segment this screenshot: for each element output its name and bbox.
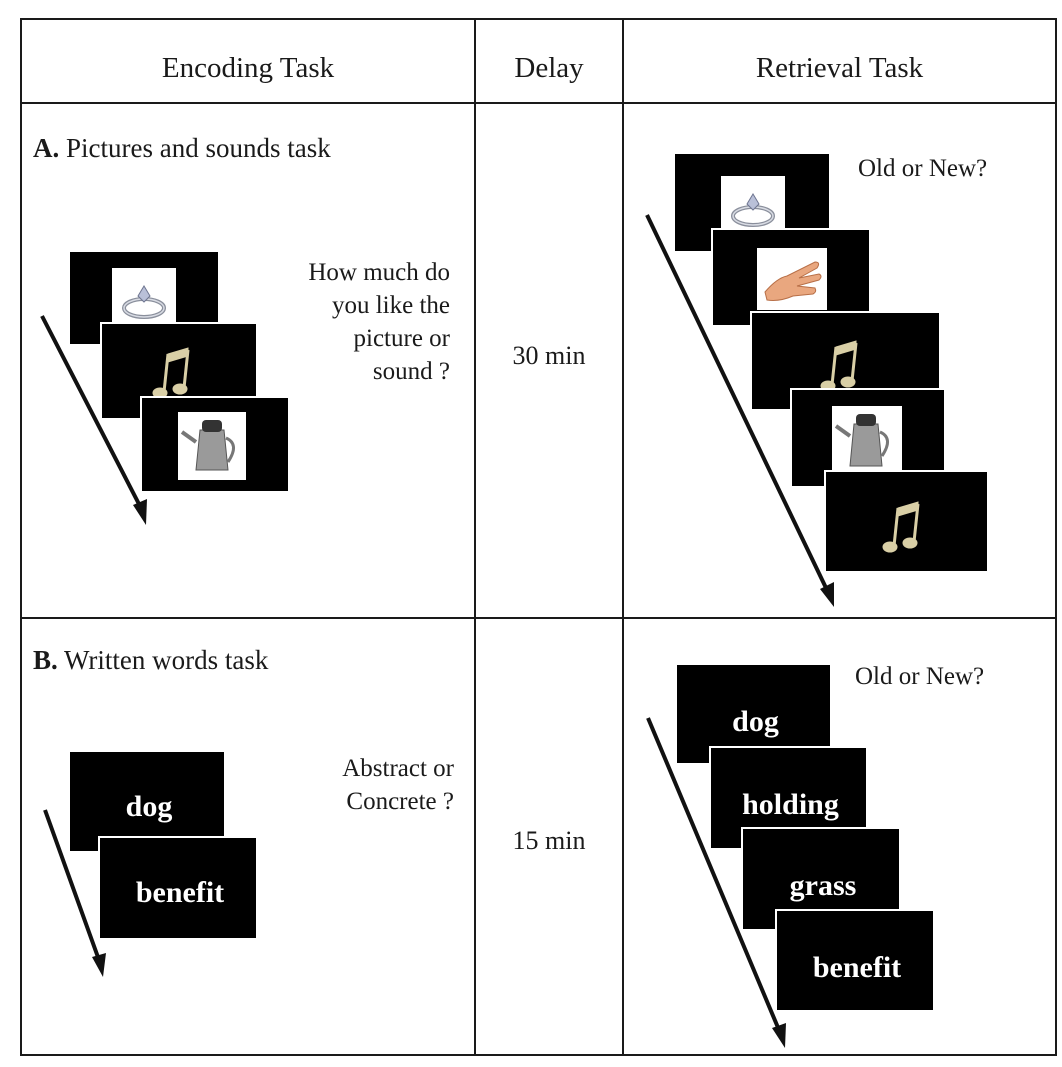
word-label: benefit <box>812 951 902 984</box>
ring-icon <box>122 285 166 319</box>
ring-picture <box>721 176 785 238</box>
encoding-word-card: benefit <box>98 836 258 940</box>
prompt-line: picture or <box>353 325 450 352</box>
hand-icon <box>764 261 822 301</box>
section-b-delay: 15 min <box>512 826 586 855</box>
row-divider <box>20 617 1057 619</box>
kettle-icon <box>834 414 889 467</box>
header-retrieval-task: Retrieval Task <box>755 52 924 84</box>
music-note-icon <box>152 347 190 399</box>
kettle-icon <box>180 420 235 471</box>
table-border-left <box>20 18 22 1056</box>
header-divider <box>20 102 1057 104</box>
prompt-line: Concrete ? <box>346 788 454 815</box>
retrieval-card-hand <box>711 228 871 327</box>
word-label: benefit <box>135 876 225 909</box>
prompt-line: you like the <box>331 292 450 319</box>
table-border-top <box>20 18 1057 20</box>
retrieval-card-sound-2 <box>824 470 989 573</box>
music-note-icon <box>882 501 920 553</box>
header-delay: Delay <box>514 52 584 84</box>
section-b-prompt: Abstract or Concrete ? <box>250 752 454 818</box>
word-label: grass <box>789 869 857 902</box>
retrieval-word-card: benefit <box>775 909 935 1012</box>
column-divider-1 <box>474 18 476 1056</box>
section-b-title-text: Written words task <box>57 645 269 675</box>
prompt-line: How much do <box>308 259 450 286</box>
kettle-picture <box>832 406 902 476</box>
ring-picture <box>112 268 176 330</box>
section-b-letter: B. <box>33 645 58 675</box>
section-a-letter: A. <box>33 133 60 163</box>
table-border-bottom <box>20 1054 1057 1056</box>
hand-picture <box>757 248 827 310</box>
section-b-title: B. Written words task <box>33 645 268 676</box>
prompt-line: Abstract or <box>342 755 454 782</box>
word-label: holding <box>742 788 839 821</box>
word-label: dog <box>732 705 779 738</box>
header-encoding-task: Encoding Task <box>161 52 335 84</box>
table-border-right <box>1055 18 1057 1056</box>
kettle-picture <box>178 412 246 480</box>
section-a-title-text: Pictures and sounds task <box>59 133 331 163</box>
section-a-title: A. Pictures and sounds task <box>33 133 331 164</box>
prompt-line: sound ? <box>372 358 450 385</box>
column-divider-2 <box>622 18 624 1056</box>
section-a-prompt: How much do you like the picture or soun… <box>250 256 450 388</box>
word-label: dog <box>125 790 173 823</box>
encoding-card-kettle <box>140 396 290 493</box>
section-a-retrieval-prompt: Old or New? <box>858 155 988 182</box>
section-b-retrieval-prompt: Old or New? <box>855 663 985 690</box>
section-a-delay: 30 min <box>512 341 586 370</box>
ring-icon <box>731 193 775 227</box>
